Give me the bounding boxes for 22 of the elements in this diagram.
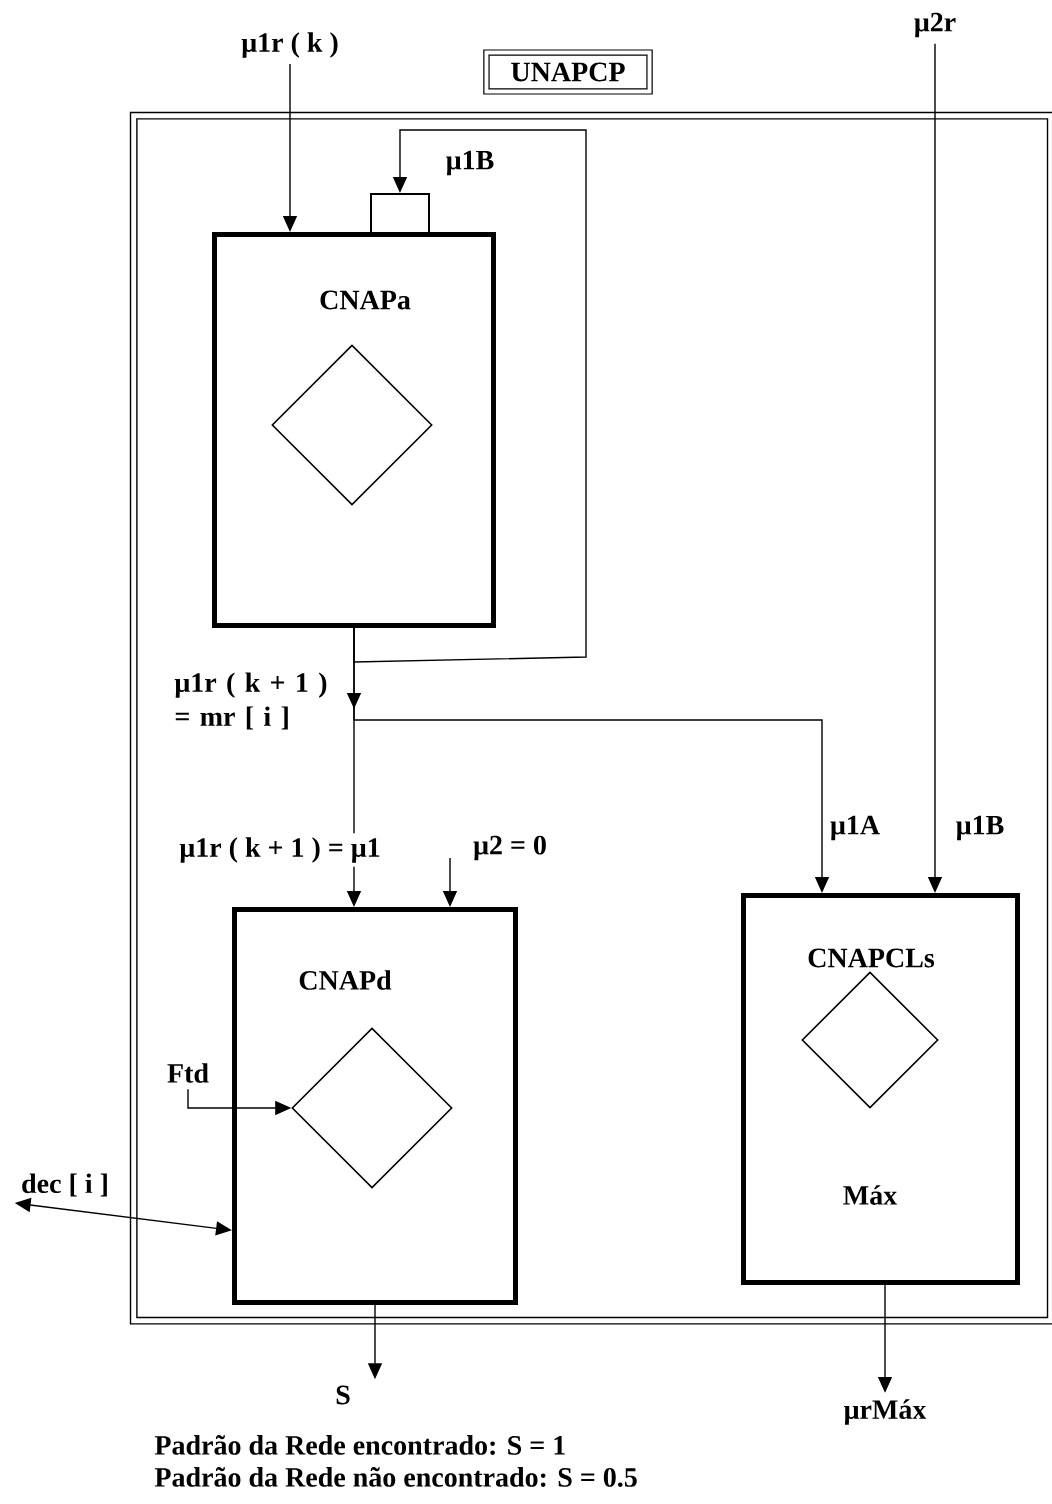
edge-label: μ1B (441, 146, 499, 180)
edge-label: μ1A (825, 811, 885, 845)
edge-label: μ2 = 0 (469, 831, 551, 865)
signal-label: Ftd (167, 1063, 209, 1083)
diamond (801, 971, 939, 1109)
diamond (291, 1027, 453, 1189)
signal-label: μ2r (914, 12, 956, 38)
tab-box (370, 193, 430, 234)
diamond (271, 344, 433, 506)
title-box: UNAPCP (483, 49, 653, 95)
module-box: CNAPa (212, 232, 496, 628)
signal-label: μ1r ( k + 1 ) = mr [ i ] (174, 672, 327, 730)
signal-label: S (336, 1385, 350, 1405)
signal-label: dec [ i ] (22, 1173, 107, 1197)
signal-label: μrMáx (844, 1399, 927, 1425)
edge-label: μ1B (951, 811, 1009, 845)
arrow (353, 129, 587, 663)
signal-label: μ1r ( k ) (241, 32, 338, 58)
module-box: CNAPd (232, 907, 518, 1305)
note-text: Padrão da Rede não encontrado: S = 0.5 (154, 1467, 637, 1487)
edge-label: μ1r ( k + 1 ) = μ1 (175, 833, 385, 867)
note-text: Padrão da Rede encontrado: S = 1 (154, 1435, 565, 1455)
